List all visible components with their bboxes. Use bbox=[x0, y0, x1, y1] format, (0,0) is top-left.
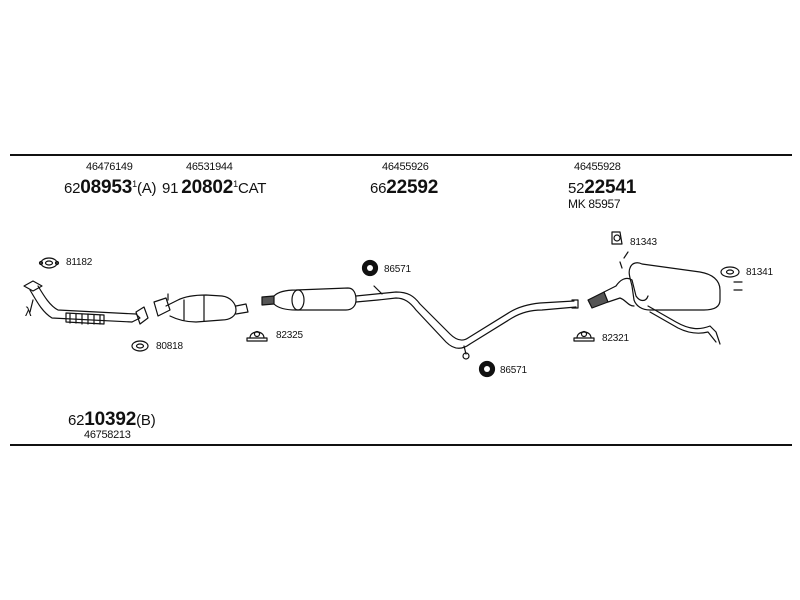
middle-silencer-oe-number: 46455926 bbox=[382, 161, 429, 173]
catalyst-oe-number: 46531944 bbox=[186, 161, 233, 173]
bottom-divider bbox=[10, 444, 792, 446]
front-pipe-icon bbox=[23, 280, 149, 325]
front-pipe-b-part-number: 6210392(B) bbox=[68, 409, 156, 430]
rubber-mount-86571-a-icon bbox=[361, 259, 379, 277]
rubber-mount-ref-81343: 81343 bbox=[630, 237, 657, 248]
front-pipe-oe-number: 46476149 bbox=[86, 161, 133, 173]
middle-silencer-part-number: 6622592 bbox=[370, 177, 439, 198]
rubber-mount-ref-81341: 81341 bbox=[746, 267, 773, 278]
rubber-mount-ref-86571-b: 86571 bbox=[500, 365, 527, 376]
mounting-kit-number: MK 85957 bbox=[568, 197, 621, 211]
rubber-mount-81343-icon bbox=[611, 231, 623, 245]
rear-silencer-icon bbox=[587, 251, 743, 345]
middle-silencer-icon bbox=[261, 285, 579, 360]
top-divider bbox=[10, 154, 792, 156]
rear-silencer-oe-number: 46455928 bbox=[574, 161, 621, 173]
lambda-sensor-symbol: λ bbox=[25, 304, 32, 319]
clamp-ref-82325: 82325 bbox=[276, 330, 303, 341]
rear-silencer-part-number: 5222541 bbox=[568, 177, 637, 198]
front-pipe-part-number: 62089531(A) bbox=[64, 177, 157, 198]
clamp-ref-82321: 82321 bbox=[602, 333, 629, 344]
rubber-mount-81341-icon bbox=[720, 266, 740, 278]
gasket-80818-icon bbox=[131, 340, 149, 352]
rubber-mount-ref-86571-a: 86571 bbox=[384, 264, 411, 275]
clamp-82321-icon bbox=[573, 330, 595, 342]
gasket-ref-81182: 81182 bbox=[66, 257, 93, 268]
clamp-82325-icon bbox=[246, 330, 268, 342]
catalytic-converter-icon bbox=[153, 293, 249, 323]
gasket-ref-80818: 80818 bbox=[156, 341, 183, 352]
rubber-mount-86571-b-icon bbox=[478, 360, 496, 378]
gasket-81182-icon bbox=[38, 257, 60, 269]
front-pipe-b-oe-number: 46758213 bbox=[84, 429, 131, 441]
